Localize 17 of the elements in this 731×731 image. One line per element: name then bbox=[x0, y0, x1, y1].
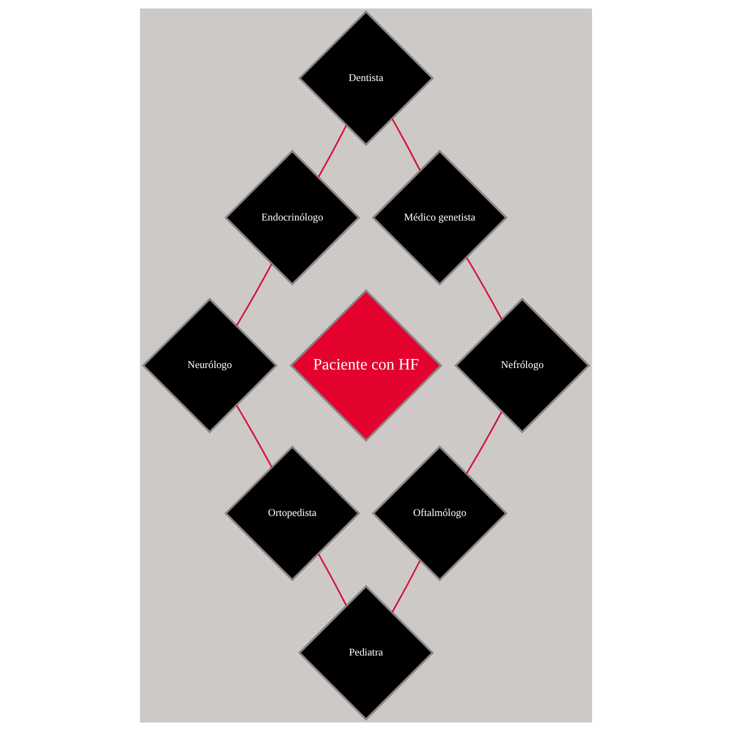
connector bbox=[236, 405, 272, 468]
connector bbox=[391, 118, 420, 171]
connector bbox=[317, 554, 347, 606]
node-diamond: Pediatra bbox=[298, 584, 434, 721]
node-diamond: Médico genetista bbox=[371, 150, 508, 286]
node-diamond: Ortopedista bbox=[224, 445, 360, 582]
node-diamond: Nefrólogo bbox=[454, 298, 590, 434]
connector bbox=[391, 560, 420, 613]
connector bbox=[317, 124, 347, 178]
node-diamond: Paciente con HF bbox=[289, 289, 442, 442]
connector bbox=[235, 264, 272, 326]
connector bbox=[466, 257, 502, 320]
node-diamond: Oftalmólogo bbox=[371, 445, 508, 582]
node-diamond: Dentista bbox=[298, 10, 434, 146]
node-diamond: Endocrinólogo bbox=[224, 150, 360, 286]
connector bbox=[465, 411, 502, 474]
node-diamond: Neurólogo bbox=[141, 298, 278, 434]
